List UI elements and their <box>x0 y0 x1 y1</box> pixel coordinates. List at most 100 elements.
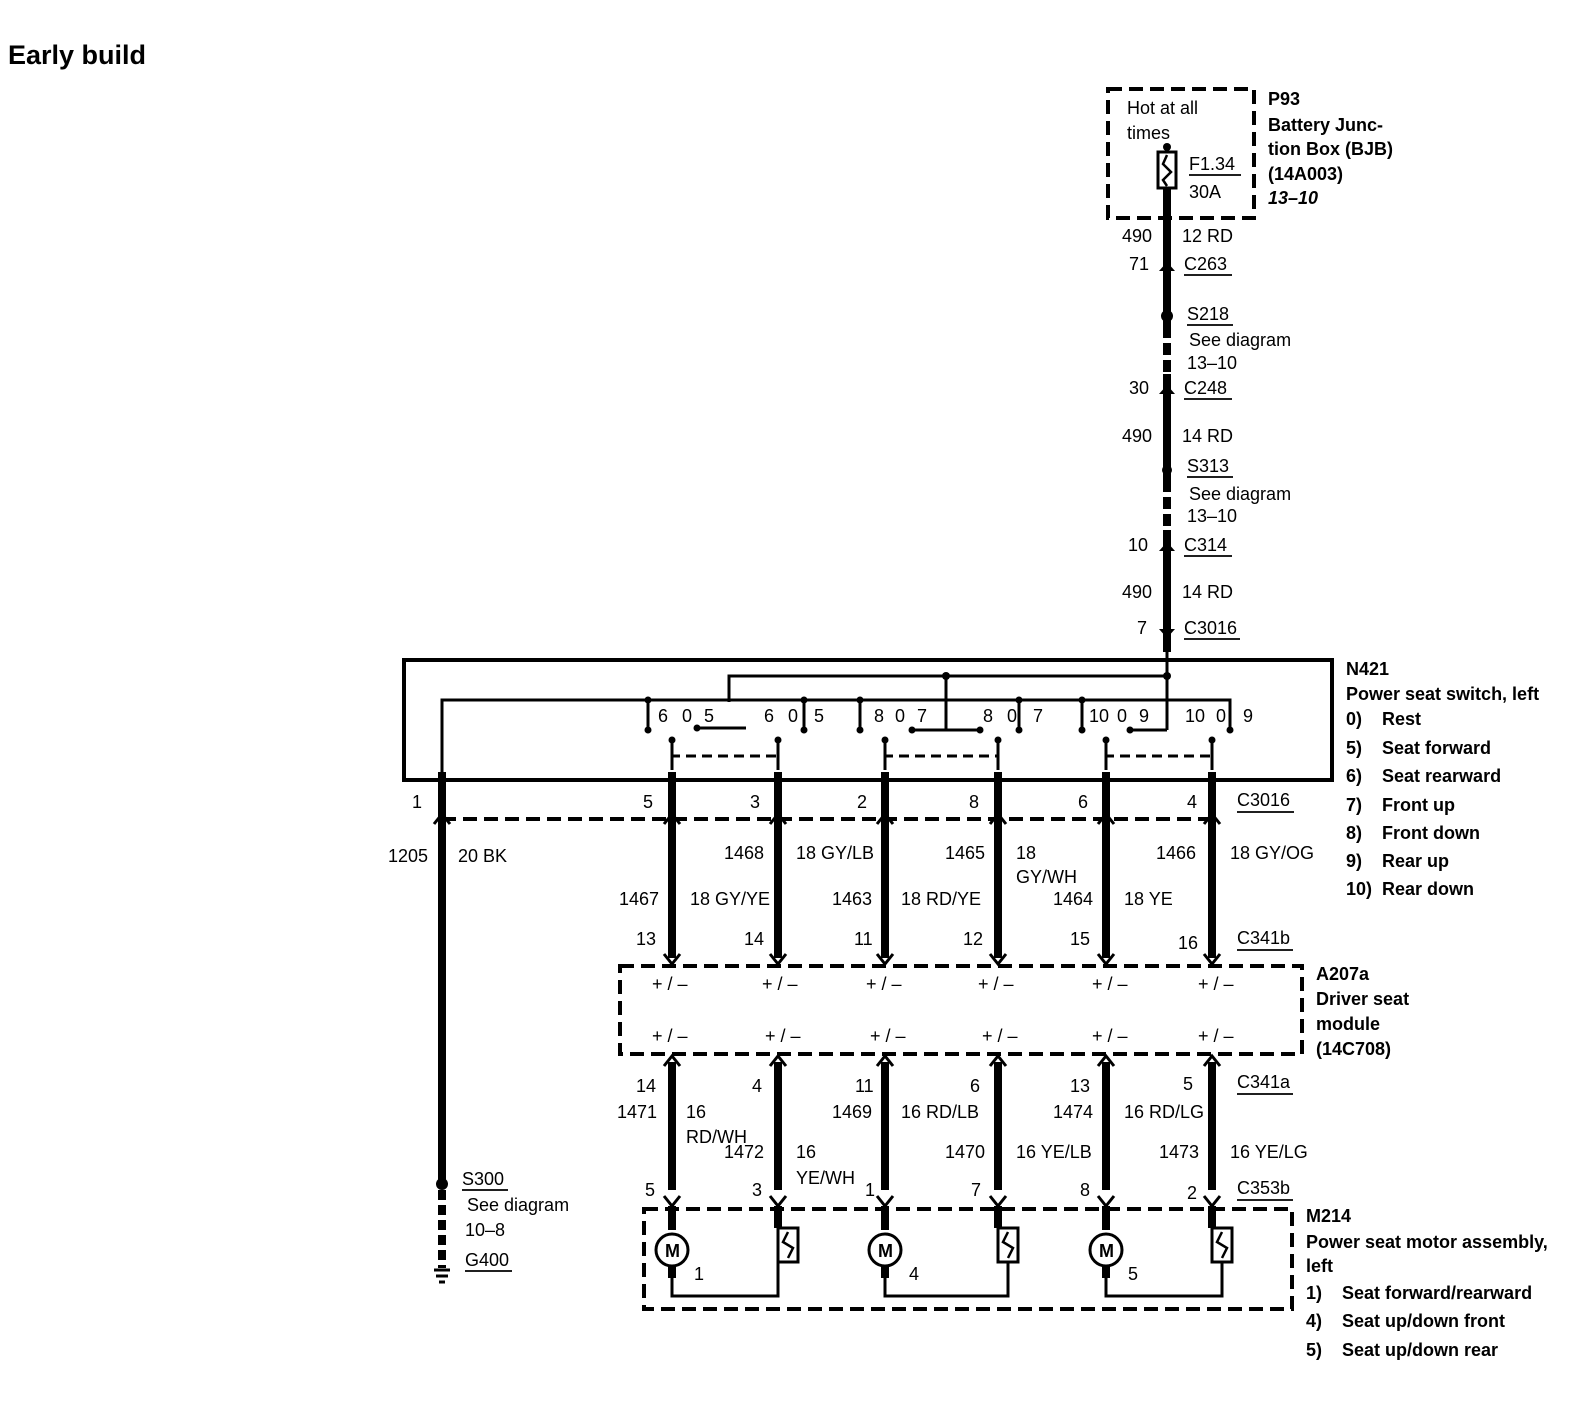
module-name-2: module <box>1316 1014 1380 1034</box>
upper-color-1: 18 GY/YE <box>690 889 770 909</box>
c341b-pin-14: 14 <box>744 929 764 949</box>
switch-pos-label-0: Rest <box>1382 709 1421 729</box>
s218-label: S218 <box>1187 304 1229 324</box>
contact-1-b: 0 <box>682 706 692 726</box>
feed-circuit-1: 490 <box>1122 226 1152 246</box>
feed-circuit-2: 490 <box>1122 426 1152 446</box>
contact-3-b: 0 <box>895 706 905 726</box>
contact-3-a: 8 <box>874 706 884 726</box>
motor-4-label: Seat up/down front <box>1342 1311 1505 1331</box>
lower-circuit-1474: 1474 <box>1053 1102 1093 1122</box>
motor-assembly-id: M214 <box>1306 1206 1351 1226</box>
switch-pos-num-5: 5) <box>1346 738 1362 758</box>
c3016-label: C3016 <box>1237 790 1290 810</box>
module-pm-top-6: + / – <box>1198 974 1234 994</box>
lower-color-2b: YE/WH <box>796 1168 855 1188</box>
contact-5-b: 0 <box>1117 706 1127 726</box>
bjb-hot-label-2: times <box>1127 123 1170 143</box>
upper-circuit-1467: 1467 <box>619 889 659 909</box>
feed-wire-color-1: 12 RD <box>1182 226 1233 246</box>
lower-color-6: 16 YE/LG <box>1230 1142 1308 1162</box>
lower-circuit-1470: 1470 <box>945 1142 985 1162</box>
s313-splice <box>1162 465 1172 475</box>
contact-5-a: 10 <box>1089 706 1109 726</box>
upper-circuit-1464: 1464 <box>1053 889 1093 909</box>
bjb-part-number: (14A003) <box>1268 164 1343 184</box>
c3016-top-marker <box>1159 629 1175 638</box>
c353b-chevrons <box>662 1195 1222 1209</box>
c353b-pin-5: 5 <box>645 1180 655 1200</box>
upper-color-6: 18 GY/OG <box>1230 843 1314 863</box>
upper-wires <box>668 772 1216 958</box>
feed-wire-color-2: 14 RD <box>1182 426 1233 446</box>
bjb-hot-label-1: Hot at all <box>1127 98 1198 118</box>
switch-pos-label-8: Front down <box>1382 823 1480 843</box>
module-pm-bottom-3: + / – <box>870 1026 906 1046</box>
motor-5-letter: M <box>1099 1241 1114 1261</box>
motor-1-letter: M <box>665 1241 680 1261</box>
s218-see: See diagram <box>1189 330 1291 350</box>
c341a-pin-11: 11 <box>855 1076 874 1096</box>
c353b-pin-7: 7 <box>971 1180 981 1200</box>
motor-5-tag: 5 <box>1128 1264 1138 1284</box>
switch-pos-label-7: Front up <box>1382 795 1455 815</box>
contact-2-a: 6 <box>764 706 774 726</box>
page-title: Early build <box>8 40 146 70</box>
motor-assembly-name-1: Power seat motor assembly, <box>1306 1232 1548 1252</box>
upper-circuit-1466: 1466 <box>1156 843 1196 863</box>
contact-4-a: 8 <box>983 706 993 726</box>
ground-circuit: 1205 <box>388 846 428 866</box>
s300-splice <box>436 1178 448 1190</box>
switch-pos-label-6: Seat rearward <box>1382 766 1501 786</box>
motor-5-num: 5) <box>1306 1340 1322 1360</box>
bjb-id: P93 <box>1268 89 1300 109</box>
c341a-pin-14: 14 <box>636 1076 656 1096</box>
motor-assembly-name-2: left <box>1306 1256 1333 1276</box>
lower-wires <box>668 1062 1216 1190</box>
c3016-pin-8: 8 <box>969 792 979 812</box>
contact-2-c: 5 <box>814 706 824 726</box>
c341b-pin-12: 12 <box>963 929 983 949</box>
motor-1-tag: 1 <box>694 1264 704 1284</box>
upper-color-3: 18 RD/YE <box>901 889 981 909</box>
upper-circuit-1468: 1468 <box>724 843 764 863</box>
upper-color-5: 18 YE <box>1124 889 1173 909</box>
lower-color-4: 16 YE/LB <box>1016 1142 1092 1162</box>
switch-pos-num-7: 7) <box>1346 795 1362 815</box>
c341a-pin-4: 4 <box>752 1076 762 1096</box>
c248-marker <box>1159 385 1175 394</box>
contact-6-c: 9 <box>1243 706 1253 726</box>
switch-pos-num-6: 6) <box>1346 766 1362 786</box>
module-name-1: Driver seat <box>1316 989 1409 1009</box>
motor-assembly-box <box>642 1207 1294 1311</box>
c3016-pin-3: 3 <box>750 792 760 812</box>
bjb-name-1: Battery Junc- <box>1268 115 1383 135</box>
c3016-pin-1: 1 <box>412 792 422 812</box>
s313-label: S313 <box>1187 456 1229 476</box>
upper-color-2: 18 GY/LB <box>796 843 874 863</box>
s300-see: See diagram <box>467 1195 569 1215</box>
contact-4-c: 7 <box>1033 706 1043 726</box>
fuse-amps: 30A <box>1189 182 1221 202</box>
motor-1-label: Seat forward/rearward <box>1342 1283 1532 1303</box>
s218-splice <box>1162 311 1172 321</box>
c341b-pin-15: 15 <box>1070 929 1090 949</box>
contact-5-c: 9 <box>1139 706 1149 726</box>
module-pm-top-4: + / – <box>978 974 1014 994</box>
c341b-pin-11: 11 <box>854 929 873 949</box>
c341a-pin-6: 6 <box>970 1076 980 1096</box>
upper-color-4a: 18 <box>1016 843 1036 863</box>
c341b-label: C341b <box>1237 928 1290 948</box>
switch-pos-label-5: Seat forward <box>1382 738 1491 758</box>
c353b-pin-2: 2 <box>1187 1183 1197 1203</box>
c341a-pin-5: 5 <box>1183 1074 1193 1094</box>
c341a-label: C341a <box>1237 1072 1291 1092</box>
c263-marker <box>1159 262 1175 271</box>
lower-circuit-1473: 1473 <box>1159 1142 1199 1162</box>
motor-4-num: 4) <box>1306 1311 1322 1331</box>
switch-name: Power seat switch, left <box>1346 684 1539 704</box>
s313-ref: 13–10 <box>1187 506 1237 526</box>
feed-circuit-3: 490 <box>1122 582 1152 602</box>
c248-label: C248 <box>1184 378 1227 398</box>
